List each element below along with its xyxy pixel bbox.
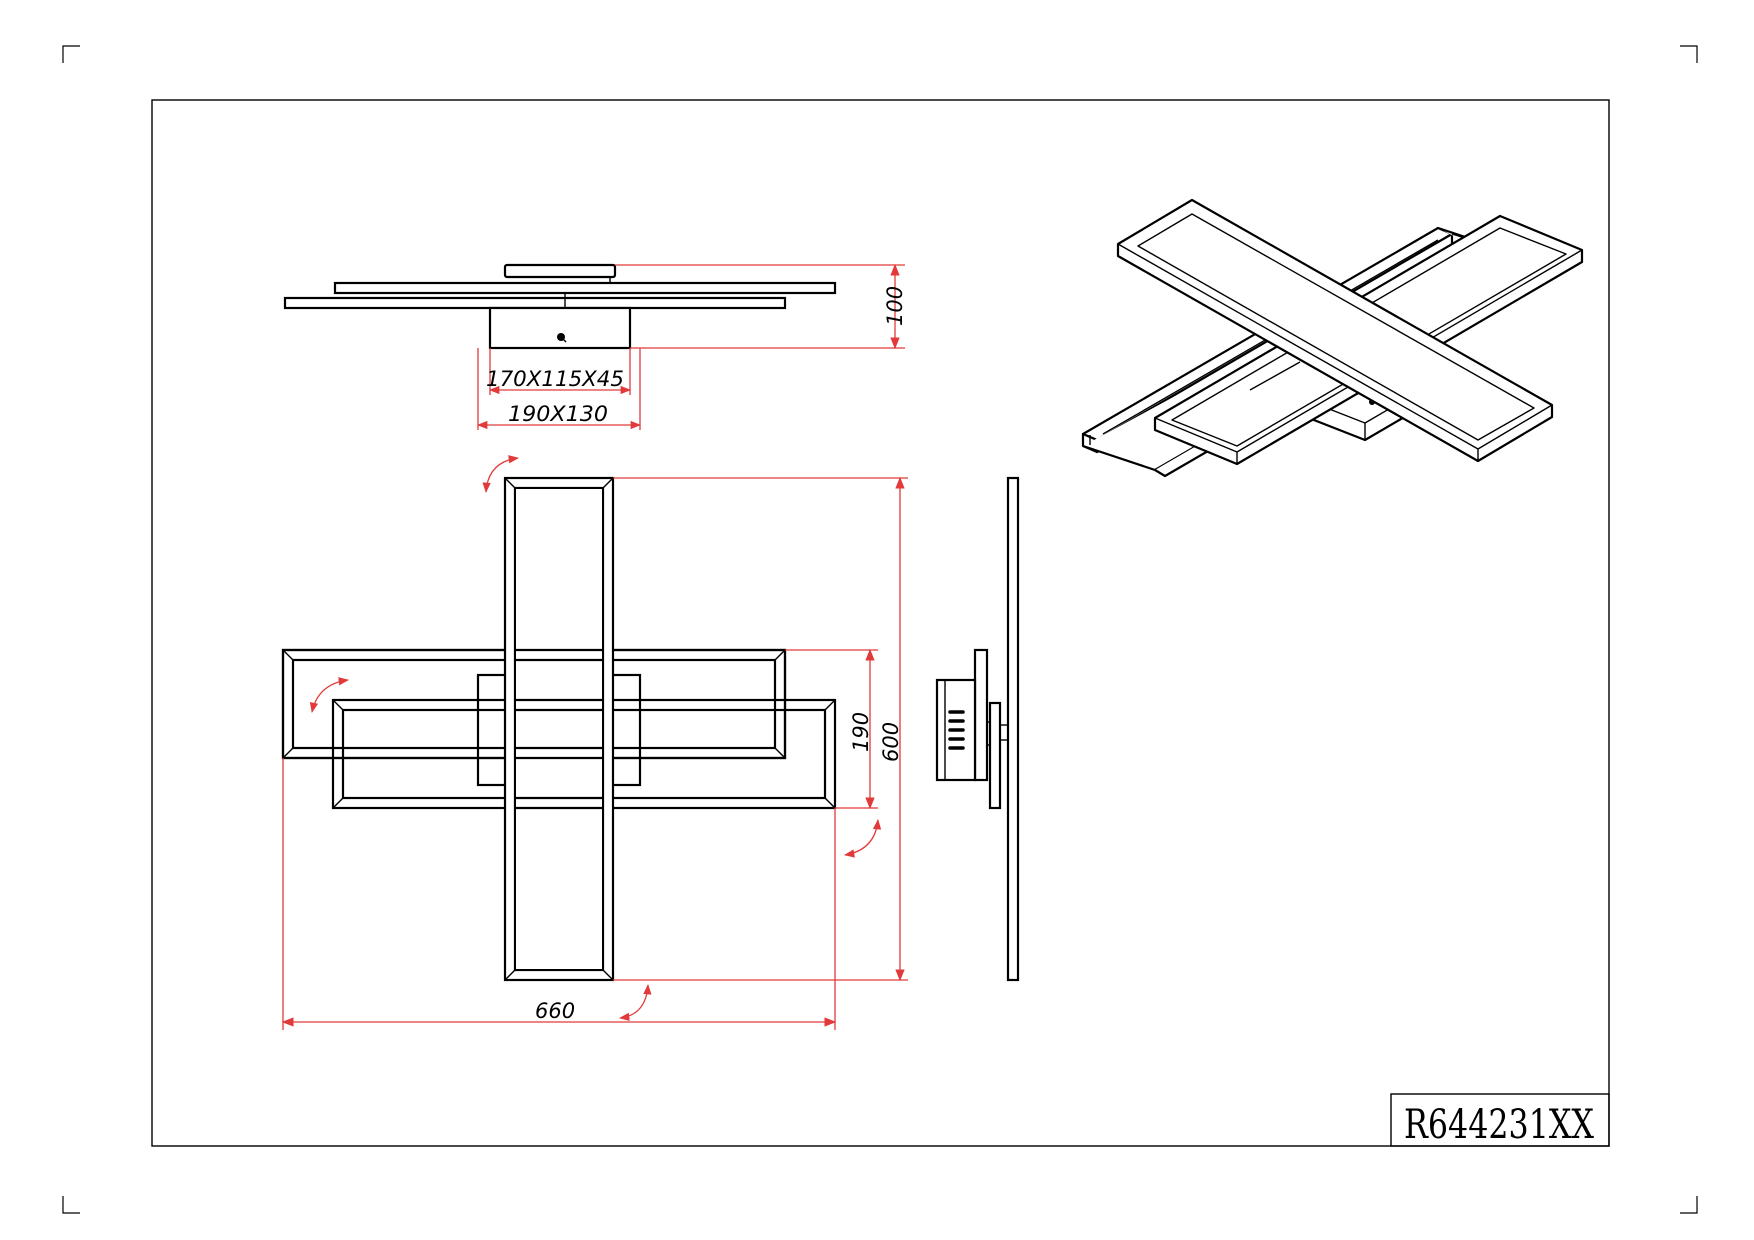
dim-frame-height: 190 <box>849 712 873 752</box>
dim-height-top: 100 <box>883 286 907 326</box>
title-block: R644231XX <box>1390 1093 1610 1148</box>
crop-marks <box>62 45 1698 1214</box>
plan-view: 600 190 660 <box>281 455 908 1030</box>
dim-overall-width: 660 <box>535 999 575 1023</box>
dim-canopy-outer: 190X130 <box>508 402 608 426</box>
side-elevation-view: 100 170X115X45 190X130 <box>283 263 907 430</box>
drawing-border <box>151 99 1610 1147</box>
side-profile-view <box>935 476 1020 982</box>
isometric-view <box>1081 198 1584 478</box>
part-number: R644231XX <box>1404 1102 1594 1148</box>
dim-canopy-inner: 170X115X45 <box>486 367 624 391</box>
dim-overall-height: 600 <box>879 722 903 762</box>
